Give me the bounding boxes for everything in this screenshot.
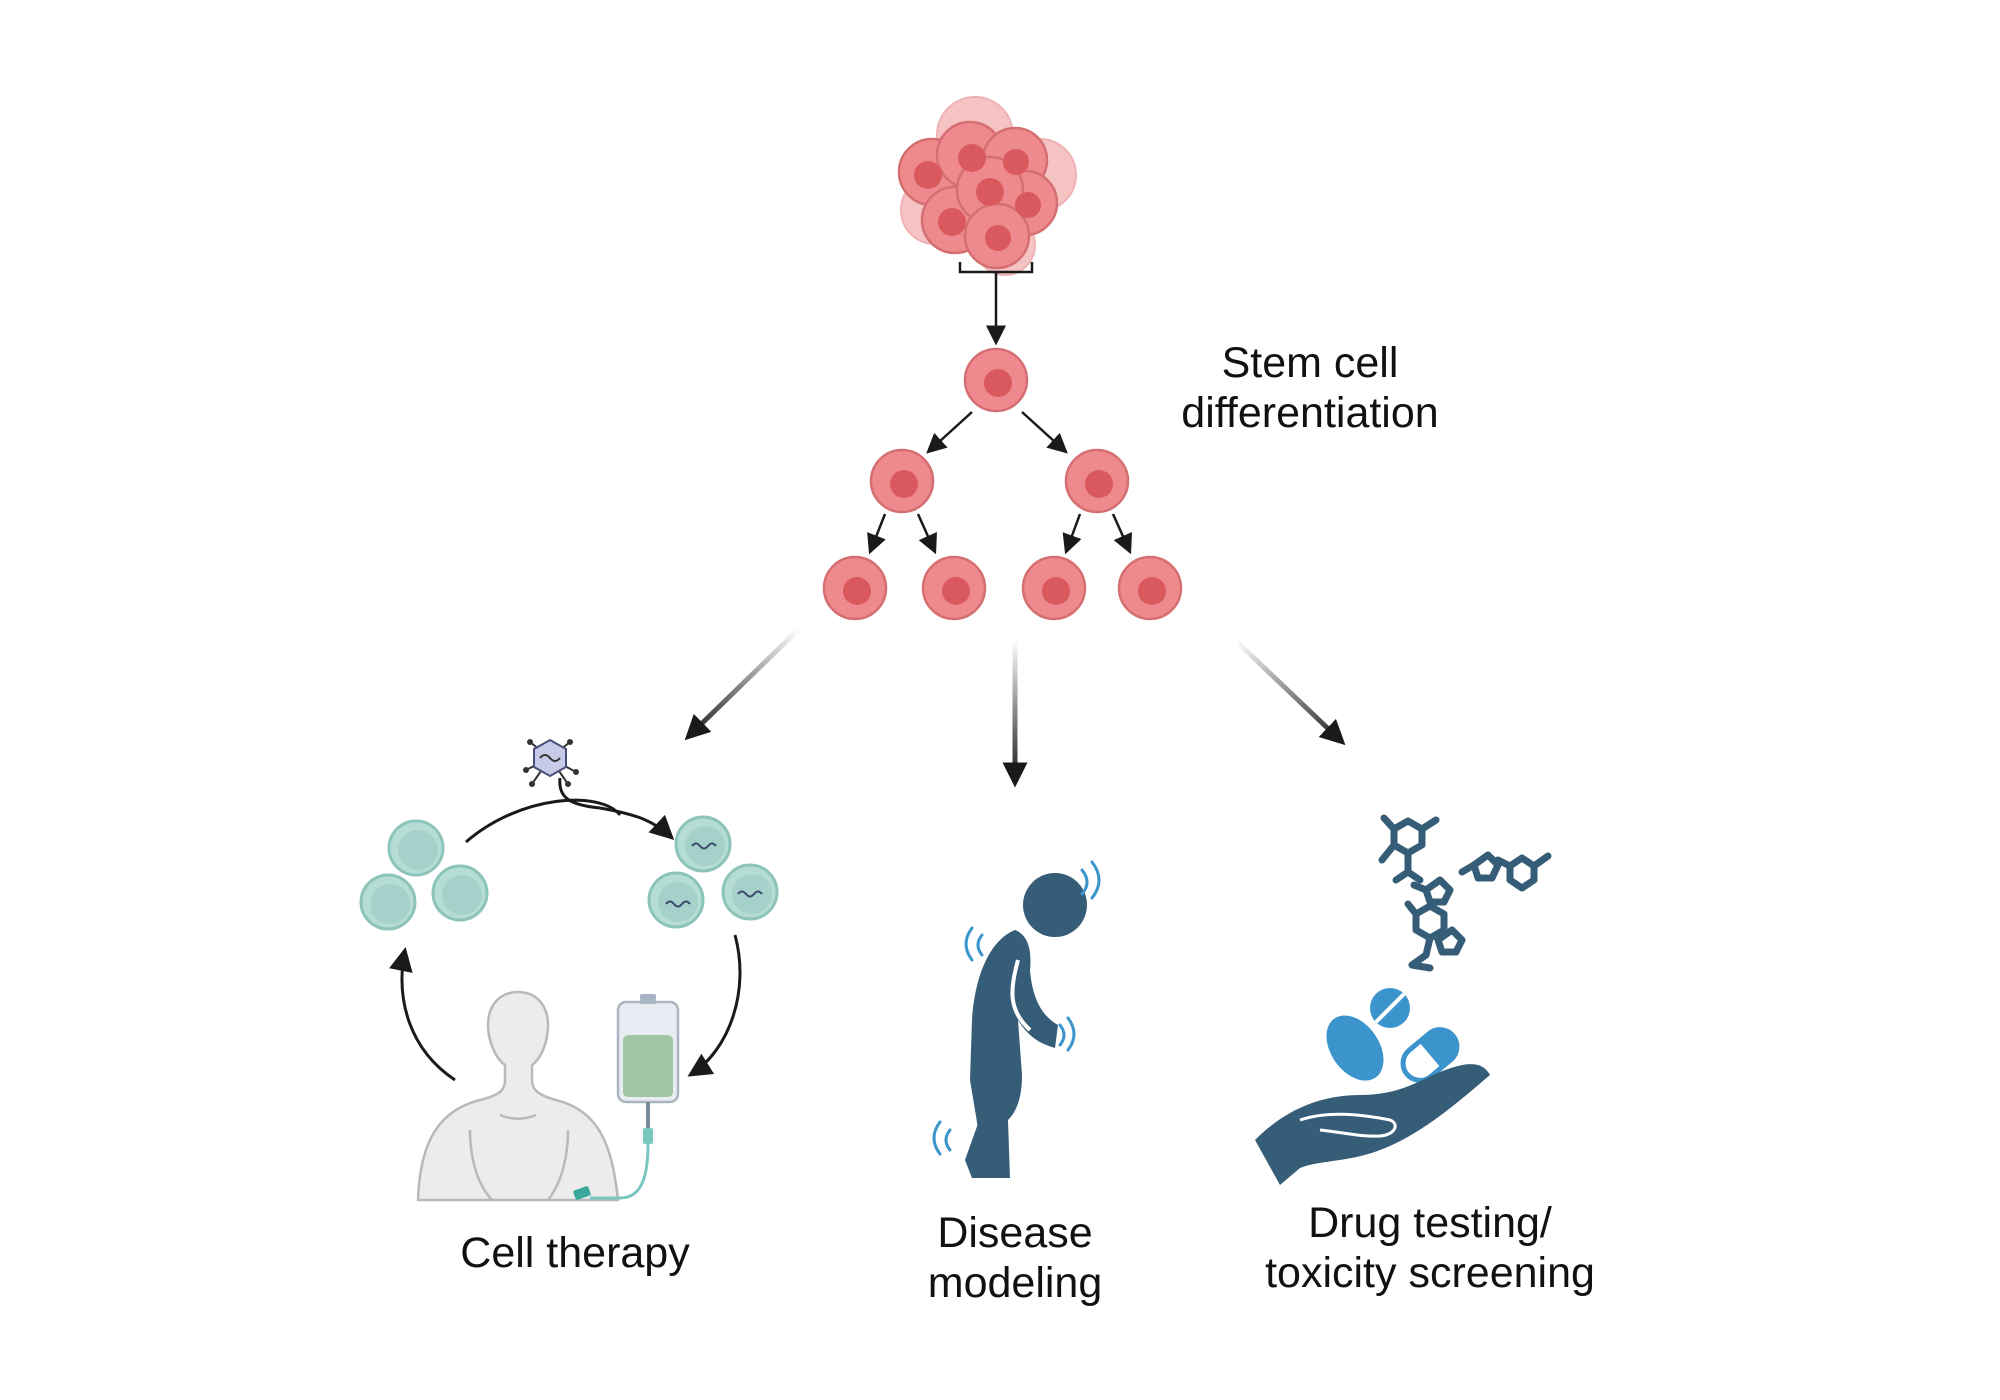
stem-cell-cluster-icon	[897, 96, 1077, 276]
drug-testing-label-line-1: Drug testing/	[1308, 1199, 1552, 1247]
differentiation-label-line-2: differentiation	[1181, 389, 1439, 437]
cell-therapy-label: Cell therapy	[400, 1228, 750, 1278]
differentiation-label: Stem cell differentiation	[1135, 338, 1485, 438]
patient-body-icon	[416, 990, 620, 1202]
disease-modeling-label-line-2: modeling	[927, 1259, 1103, 1307]
molecule-icon	[1378, 814, 1552, 972]
differentiation-label-line-1: Stem cell	[1221, 339, 1399, 387]
cell-therapy-label-line-1: Cell therapy	[460, 1229, 690, 1277]
differentiation-tree	[822, 347, 1183, 621]
virus-vector-icon	[523, 738, 579, 787]
application-arrows	[684, 628, 1346, 788]
drug-testing-label: Drug testing/ toxicity screening	[1220, 1198, 1640, 1298]
drug-testing-label-line-2: toxicity screening	[1265, 1249, 1595, 1297]
disease-modeling-label: Disease modeling	[865, 1208, 1165, 1308]
iv-bag-icon	[573, 994, 680, 1200]
pills-hand-icon	[1255, 988, 1490, 1185]
cell-therapy-cycle	[359, 738, 779, 1202]
hunched-person-icon	[932, 860, 1101, 1178]
disease-modeling-label-line-1: Disease	[937, 1209, 1093, 1257]
